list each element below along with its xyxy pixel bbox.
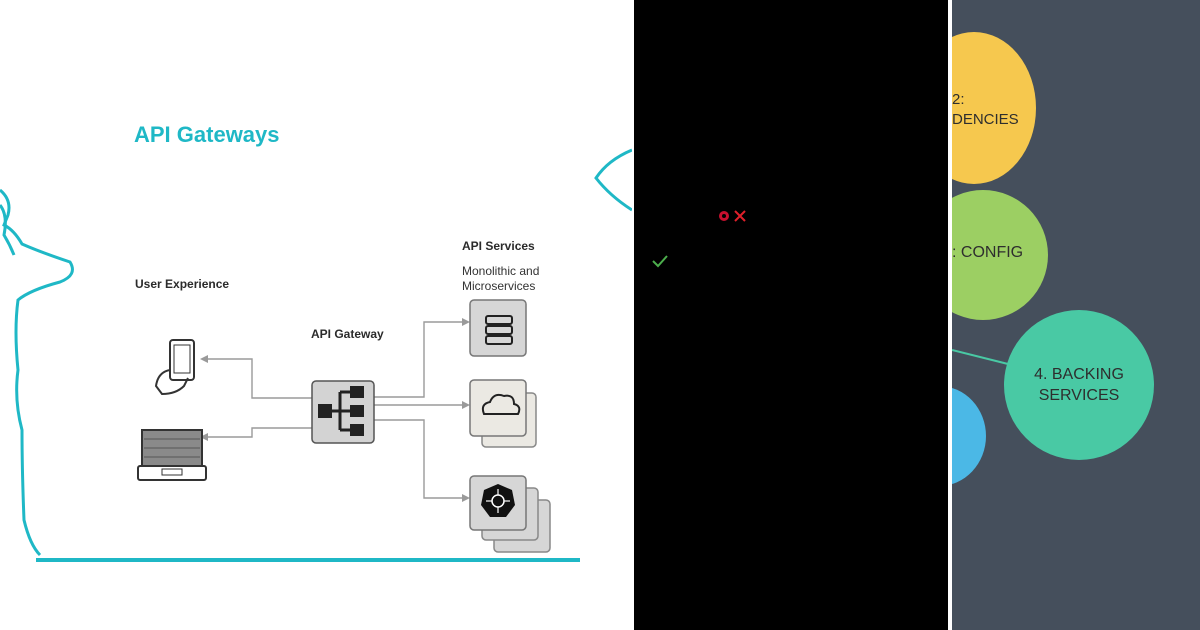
services-sub-line2: Microservices: [462, 279, 536, 293]
check-mark-icon: [652, 255, 668, 268]
factors-panel: 2: DENCIES : CONFIG 4. BACKING SERVICES: [952, 0, 1200, 630]
factor-backing-line1: 4. BACKING: [1034, 366, 1124, 383]
gateway-icon: [311, 380, 375, 444]
divider-right: [948, 0, 952, 630]
kubernetes-icon: [469, 475, 551, 553]
cloud-icon: [469, 379, 537, 448]
error-dot-icon: [719, 211, 729, 221]
factor-dependencies-line1: 2:: [952, 91, 965, 108]
phone-icon: [154, 339, 195, 396]
services-sub-line1: Monolithic and: [462, 264, 540, 278]
status-marks: [652, 210, 746, 268]
api-gateway-label: API Gateway: [311, 327, 384, 341]
factor-config-line1: : CONFIG: [952, 244, 1024, 261]
user-experience-label: User Experience: [135, 277, 230, 291]
connector-line: [952, 349, 1009, 365]
slide-title: API Gateways: [134, 122, 280, 147]
services-subtitle: Monolithic and Microservices: [462, 264, 539, 294]
laptop-icon: [137, 429, 207, 481]
x-mark-icon: [734, 210, 746, 222]
factor-backing-line2: SERVICES: [1038, 387, 1120, 404]
sketch-figure-outline: [0, 148, 632, 562]
api-gateways-slide: API Gateways User Experience API Gateway…: [0, 122, 632, 562]
factor-circle-backing-services: 4. BACKING SERVICES: [1004, 310, 1154, 460]
api-services-label: API Services: [462, 239, 535, 253]
factor-dependencies-line2: DENCIES: [952, 111, 1019, 128]
server-icon: [469, 299, 527, 357]
terminal-panel: [634, 0, 948, 630]
divider-left: [632, 0, 634, 630]
